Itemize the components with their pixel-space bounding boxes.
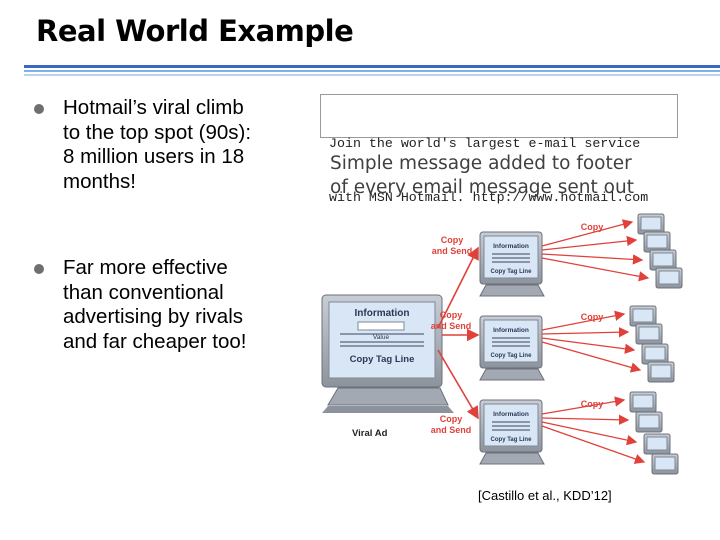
copy-send-label: and Send [432, 246, 473, 256]
copy-label: Copy [581, 399, 604, 409]
mid-computer: Information Copy Tag Line [479, 231, 545, 297]
copy-label: Copy [581, 222, 604, 232]
mid-screen-copy-tag: Copy Tag Line [491, 437, 533, 443]
bullet-line: advertising by rivals [63, 305, 244, 328]
big-screen-copy-tag: Copy Tag Line [350, 354, 415, 365]
bullet-line: Far more effective [63, 256, 228, 279]
bullet-line: 8 million users in 18 [63, 145, 245, 168]
copy-send-label: Copy [441, 235, 464, 245]
title-rule [24, 74, 720, 76]
big-screen-value: Value [373, 334, 390, 341]
copy-send-label: and Send [431, 321, 472, 331]
mid-computer: Information Copy Tag Line [479, 399, 545, 465]
bullet-item-hotmail: Hotmail’s viral climb to the top spot (9… [63, 96, 251, 194]
bullet-line: Hotmail’s viral climb [63, 96, 244, 119]
bullet-dot [34, 264, 44, 274]
bullet-item-advertising: Far more effective than conventional adv… [63, 256, 247, 354]
title-rule [24, 65, 720, 68]
copy-send-label: and Send [431, 425, 472, 435]
bullet-line: to the top spot (90s): [63, 120, 252, 144]
bullet-dot [34, 104, 44, 114]
bullet-line: than conventional [63, 280, 224, 304]
copy-label: Copy [581, 312, 604, 322]
title-rule [24, 70, 720, 72]
slide-title: Real World Example [36, 14, 354, 48]
caption-line: of every email message sent out [330, 177, 634, 198]
viral-ad-computer: Information Value Copy Tag Line Viral Ad [321, 294, 454, 439]
mid-screen-title: Information [493, 243, 529, 250]
mid-screen-copy-tag: Copy Tag Line [491, 353, 533, 359]
caption-line: Simple message added to footer [330, 153, 632, 174]
hotmail-footer-box: Join the world's largest e-mail service … [320, 94, 678, 205]
bullet-line: months! [63, 169, 136, 193]
copy-send-label: Copy [440, 414, 463, 424]
mid-screen-copy-tag: Copy Tag Line [491, 269, 533, 275]
spread-arrow [437, 349, 479, 420]
citation: [Castillo et al., KDD’12] [478, 488, 612, 503]
mid-computer: Information Copy Tag Line [479, 315, 545, 381]
footer-line: Join the world's largest e-mail service [329, 136, 641, 151]
viral-ad-label: Viral Ad [352, 428, 388, 439]
bullet-line: and far cheaper too! [63, 329, 247, 353]
mid-screen-title: Information [493, 411, 529, 418]
mid-screen-title: Information [493, 327, 529, 334]
big-screen-title: Information [355, 308, 410, 319]
footer-caption: Simple message added to footer of every … [330, 152, 634, 200]
spread-arrow [437, 246, 479, 329]
copy-send-label: Copy [440, 310, 463, 320]
footer-line: with MSN Hotmail. http://www.hotmail.com [329, 190, 649, 205]
viral-spread-diagram: Information Value Copy Tag Line Viral Ad… [321, 213, 683, 475]
